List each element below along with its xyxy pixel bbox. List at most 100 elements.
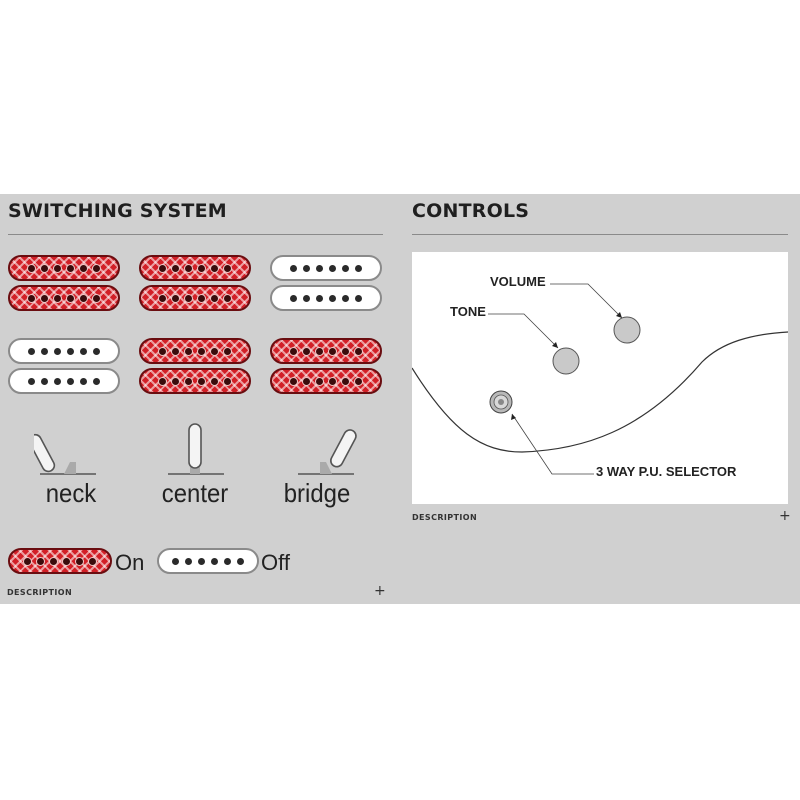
legend-on-pickup — [8, 548, 112, 574]
pole-piece — [198, 347, 205, 355]
pole-piece — [185, 294, 192, 302]
pole-piece — [355, 294, 362, 302]
pole-piece — [67, 294, 74, 302]
pole-piece — [28, 264, 35, 272]
pole-piece — [80, 377, 87, 385]
pickup-neck-upper — [8, 255, 120, 281]
pole-piece — [303, 294, 310, 302]
pole-piece — [224, 294, 231, 302]
pole-piece — [50, 557, 57, 565]
pickup-center-upper-2 — [139, 338, 251, 364]
pole-piece — [303, 377, 310, 385]
pole-piece — [54, 294, 61, 302]
pole-piece — [316, 377, 323, 385]
pickup-neck-lower — [8, 285, 120, 311]
pickup-center-lower — [139, 285, 251, 311]
controls-title: CONTROLS — [412, 200, 530, 222]
pole-piece — [54, 264, 61, 272]
pole-piece — [54, 347, 61, 355]
pole-piece — [329, 264, 336, 272]
pole-piece — [224, 264, 231, 272]
switch-label-bridge: bridge — [283, 478, 351, 508]
pickup-bridge-upper-2 — [270, 338, 382, 364]
pole-piece — [80, 347, 87, 355]
legend-off-label: Off — [261, 550, 290, 575]
pole-piece — [329, 377, 336, 385]
pole-piece — [198, 377, 205, 385]
pole-piece — [198, 294, 205, 302]
pole-piece — [159, 347, 166, 355]
pickup-center-lower-2 — [139, 368, 251, 394]
pickup-bridge-upper — [270, 255, 382, 281]
switching-expand-icon[interactable]: + — [374, 583, 386, 599]
switch-label-center: center — [161, 478, 229, 508]
pole-piece — [355, 347, 362, 355]
pole-piece — [172, 557, 179, 565]
pole-piece — [211, 347, 218, 355]
pole-piece — [342, 377, 349, 385]
selector-label: 3 WAY P.U. SELECTOR — [596, 464, 737, 479]
pole-piece — [211, 264, 218, 272]
controls-diagram: VOLUME TONE 3 WAY P.U. SELECTOR — [412, 252, 788, 504]
pole-piece — [80, 294, 87, 302]
pole-piece — [316, 347, 323, 355]
switching-system-title: SWITCHING SYSTEM — [8, 200, 227, 222]
pole-piece — [185, 347, 192, 355]
pole-piece — [211, 557, 218, 565]
pole-piece — [211, 377, 218, 385]
pole-piece — [329, 294, 336, 302]
pole-piece — [172, 264, 179, 272]
pickup-bridge-lower-2 — [270, 368, 382, 394]
switching-system-panel: SWITCHING SYSTEM neck — [0, 194, 392, 604]
pole-piece — [89, 557, 96, 565]
controls-description-label[interactable]: DESCRIPTION — [412, 513, 478, 522]
pole-piece — [290, 377, 297, 385]
pole-piece — [54, 377, 61, 385]
pole-piece — [93, 264, 100, 272]
pole-piece — [316, 264, 323, 272]
tone-label: TONE — [450, 304, 486, 319]
volume-label: VOLUME — [490, 274, 546, 289]
pickup-neck-upper-2 — [8, 338, 120, 364]
pole-piece — [185, 377, 192, 385]
pole-piece — [342, 347, 349, 355]
pole-piece — [41, 264, 48, 272]
legend-off-pickup — [157, 548, 259, 574]
pole-piece — [28, 377, 35, 385]
content-band: SWITCHING SYSTEM neck — [0, 194, 800, 604]
switch-neck-icon — [34, 433, 96, 475]
pole-piece — [185, 557, 192, 565]
switching-description-label[interactable]: DESCRIPTION — [7, 588, 73, 597]
pole-piece — [172, 294, 179, 302]
pole-piece — [355, 264, 362, 272]
switch-bridge-icon — [298, 429, 357, 475]
pole-piece — [63, 557, 70, 565]
switching-divider — [8, 234, 383, 235]
pole-piece — [93, 294, 100, 302]
pickup-center-upper — [139, 255, 251, 281]
switch-center-icon — [168, 423, 224, 475]
pole-piece — [185, 264, 192, 272]
pole-piece — [224, 377, 231, 385]
pole-piece — [198, 264, 205, 272]
pole-piece — [316, 294, 323, 302]
switch-label-neck: neck — [45, 478, 97, 508]
pole-piece — [355, 377, 362, 385]
pole-piece — [28, 347, 35, 355]
pole-piece — [41, 294, 48, 302]
pole-piece — [67, 347, 74, 355]
pole-piece — [67, 264, 74, 272]
controls-expand-icon[interactable]: + — [779, 508, 791, 524]
pole-piece — [198, 557, 205, 565]
pickup-bridge-lower — [270, 285, 382, 311]
pole-piece — [93, 377, 100, 385]
guitar-body-outline — [412, 283, 788, 475]
pole-piece — [159, 264, 166, 272]
pole-piece — [342, 294, 349, 302]
pole-piece — [159, 294, 166, 302]
pole-piece — [93, 347, 100, 355]
pole-piece — [329, 347, 336, 355]
pole-piece — [290, 264, 297, 272]
pole-piece — [41, 347, 48, 355]
controls-panel: CONTROLS VOLUME TON — [412, 194, 800, 604]
